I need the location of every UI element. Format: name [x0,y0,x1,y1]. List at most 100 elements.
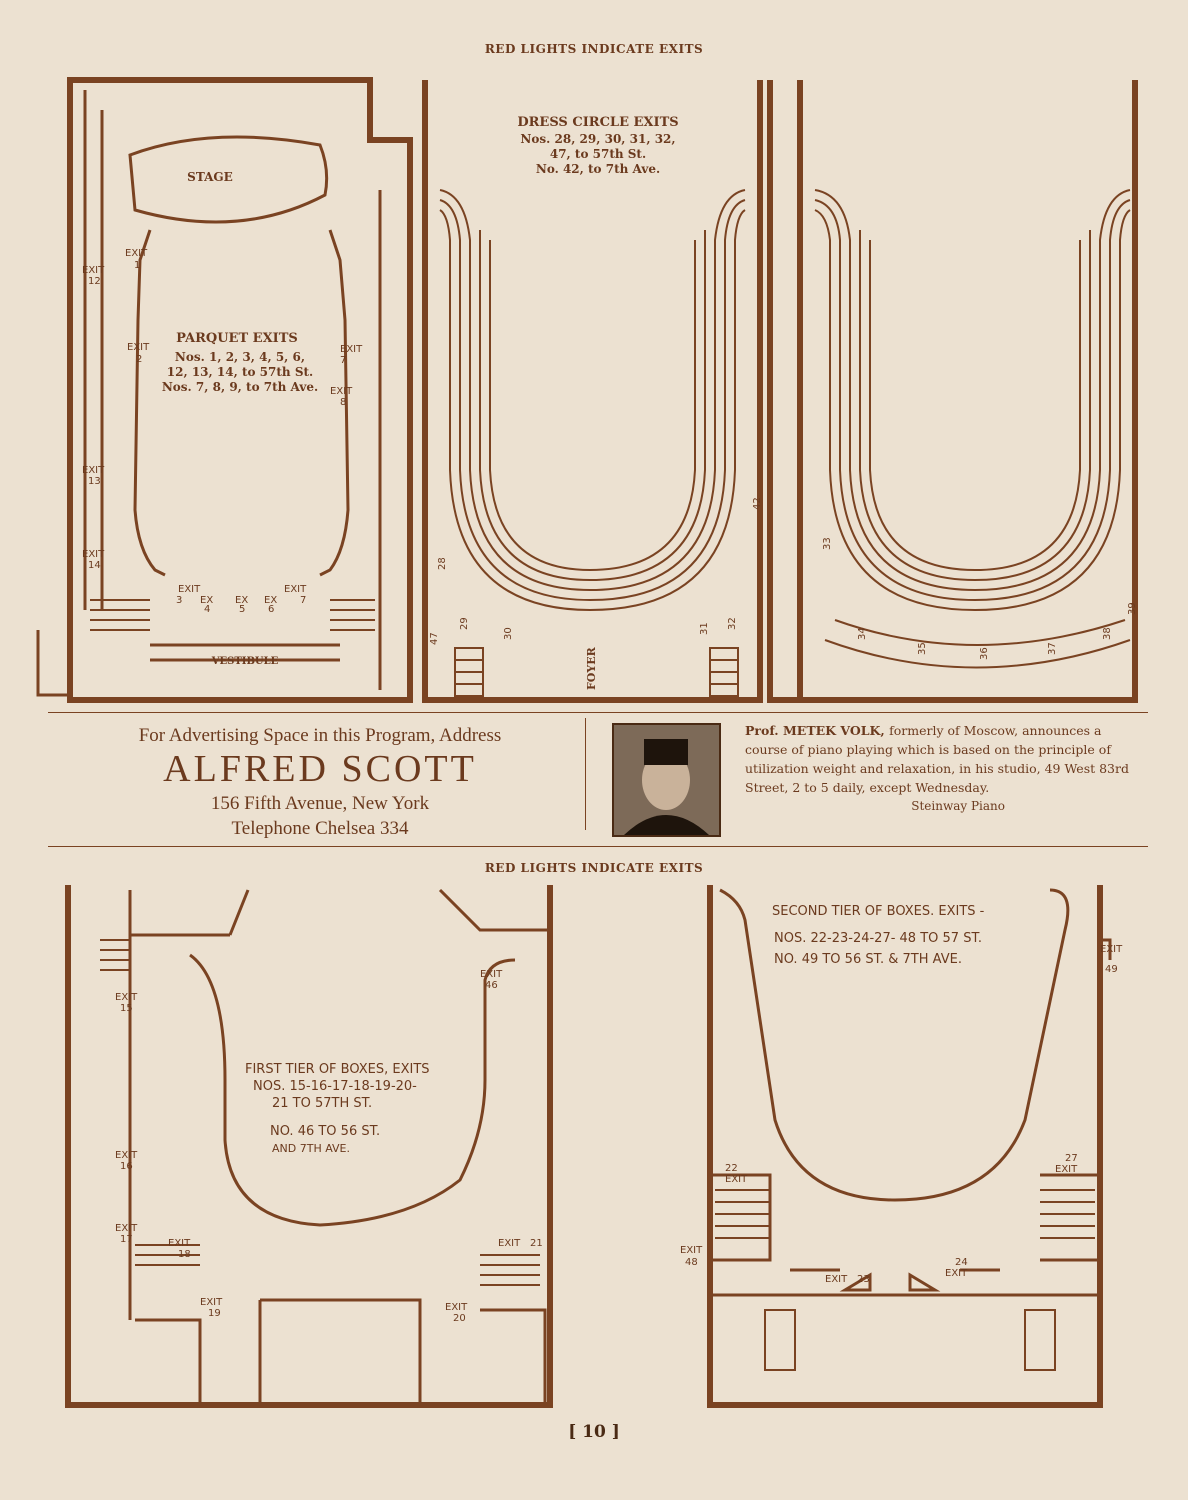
exit-2-word: EXIT [127,342,150,353]
exit-37: 37 [1047,642,1058,655]
notice-signature: Steinway Piano [911,799,1005,813]
page-number: [ 10 ] [568,1422,620,1442]
exit-8-word: EXIT [330,386,353,397]
exit-36: 36 [979,647,990,660]
ad-line1: For Advertising Space in this Program, A… [138,725,502,746]
dress-circle-line1: Nos. 28, 29, 30, 31, 32, [520,132,675,146]
second-tier-plan: SECOND TIER OF BOXES. EXITS - NOS. 22-23… [680,885,1123,1408]
exit-23-word: EXIT [825,1274,848,1285]
exit-32: 32 [727,617,738,630]
portrait-image [612,723,721,837]
exit-30: 30 [503,627,514,640]
exit-6: 6 [268,604,274,615]
exit-2: 2 [136,354,142,365]
exit-39: 39 [1127,602,1138,615]
ad-phone: Telephone Chelsea 334 [231,818,409,839]
exit-4-word: EX [200,595,213,606]
exit-31: 31 [699,622,710,635]
exit-28: 28 [437,557,448,570]
top-heading: RED LIGHTS INDICATE EXITS [484,42,704,56]
first-tier-plan: FIRST TIER OF BOXES, EXITS NOS. 15-16-17… [65,885,553,1408]
exit-49: 49 [1105,964,1118,975]
first-tier-line4: NO. 46 TO 56 ST. [270,1124,380,1139]
exit-22: 22 [725,1163,738,1174]
parquet-line3: Nos. 7, 8, 9, to 7th Ave. [162,380,318,394]
exit-24-word: EXIT [945,1268,968,1279]
exit-19: 19 [208,1308,221,1319]
exit-3: 3 [176,595,182,606]
exit-19-word: EXIT [200,1297,223,1308]
exit-21-word: EXIT [498,1238,521,1249]
exit-24: 24 [955,1257,968,1268]
stage-label: STAGE [187,170,233,184]
balcony-plan: 33 34 35 36 37 38 39 [767,80,1138,703]
exit-9-word: EXIT [340,344,363,355]
exit-22-word: EXIT [725,1174,748,1185]
exit-13-word: EXIT [82,465,105,476]
parquet-title: PARQUET EXITS [176,331,298,346]
exit-20: 20 [453,1313,466,1324]
exit-6-word: EX [264,595,277,606]
exit-18-word: EXIT [168,1238,191,1249]
exit-4: 4 [204,604,210,615]
ad-top-line [48,712,1148,713]
exit-5: 5 [239,604,245,615]
exit-16: 16 [120,1161,133,1172]
mid-heading: RED LIGHTS INDICATE EXITS [484,861,704,875]
exit-8: 8 [340,397,346,408]
foyer-label: FOYER [585,646,598,690]
notice-name: METEK VOLK, [782,723,885,738]
exit-34: 34 [857,627,868,640]
ad-divider-line [48,846,1148,847]
exit-29: 29 [459,617,470,630]
dress-circle-title: DRESS CIRCLE EXITS [517,115,678,130]
exit-12-word: EXIT [82,265,105,276]
exit-9: 7 [340,355,346,366]
piano-notice: Prof. METEK VOLK, formerly of Moscow, an… [745,721,1145,816]
ad-name: ALFRED SCOTT [163,748,477,790]
notice-prefix: Prof. [745,723,779,738]
exit-27: 27 [1065,1153,1078,1164]
first-tier-line2: NOS. 15-16-17-18-19-20- [253,1079,417,1094]
exit-16-word: EXIT [115,1150,138,1161]
exit-1: 1 [134,260,140,271]
exit-38: 38 [1102,627,1113,640]
exit-18: 18 [178,1249,191,1260]
exit-35: 35 [917,642,928,655]
second-tier-line1: SECOND TIER OF BOXES. EXITS - [772,904,985,919]
exit-46-word: EXIT [480,969,503,980]
exit-42: 42 [752,497,763,510]
exit-15-word: EXIT [115,992,138,1003]
ad-address: 156 Fifth Avenue, New York [210,793,430,814]
exit-48-word: EXIT [680,1245,703,1256]
second-tier-line3: NO. 49 TO 56 ST. & 7TH AVE. [774,952,962,967]
parquet-floor-plan: STAGE PARQUET EXITS Nos. 1, 2, 3, 4, 5, … [36,77,413,703]
exit-7-word: EXIT [284,584,307,595]
exit-14: 14 [88,560,101,571]
exit-33: 33 [822,537,833,550]
exit-1-word: EXIT [125,248,148,259]
exit-13: 13 [88,476,101,487]
exit-17: 17 [120,1234,133,1245]
exit-46: 46 [485,980,498,991]
exit-3-word: EXIT [178,584,201,595]
exit-5-word: EX [235,595,248,606]
exit-27-word: EXIT [1055,1164,1078,1175]
parquet-line2: 12, 13, 14, to 57th St. [167,365,313,379]
dress-circle-plan: DRESS CIRCLE EXITS Nos. 28, 29, 30, 31, … [422,80,763,703]
exit-49-word: EXIT [1100,944,1123,955]
exit-15: 15 [120,1003,133,1014]
first-tier-line1: FIRST TIER OF BOXES, EXITS [245,1062,430,1077]
notice-text: formerly of Moscow, announces a course o… [745,723,1129,795]
dress-circle-line2: 47, to 57th St. [550,147,646,161]
exit-14-word: EXIT [82,549,105,560]
first-tier-line3: 21 TO 57TH ST. [272,1096,372,1111]
exit-48: 48 [685,1257,698,1268]
exit-23: 23 [857,1274,870,1285]
exit-17-word: EXIT [115,1223,138,1234]
second-tier-line2: NOS. 22-23-24-27- 48 TO 57 ST. [774,931,982,946]
exit-12: 12 [88,276,101,287]
advertising-notice: For Advertising Space in this Program, A… [60,725,580,841]
exit-7: 7 [300,595,306,606]
vestibule-label: VESTIBULE [211,656,279,667]
